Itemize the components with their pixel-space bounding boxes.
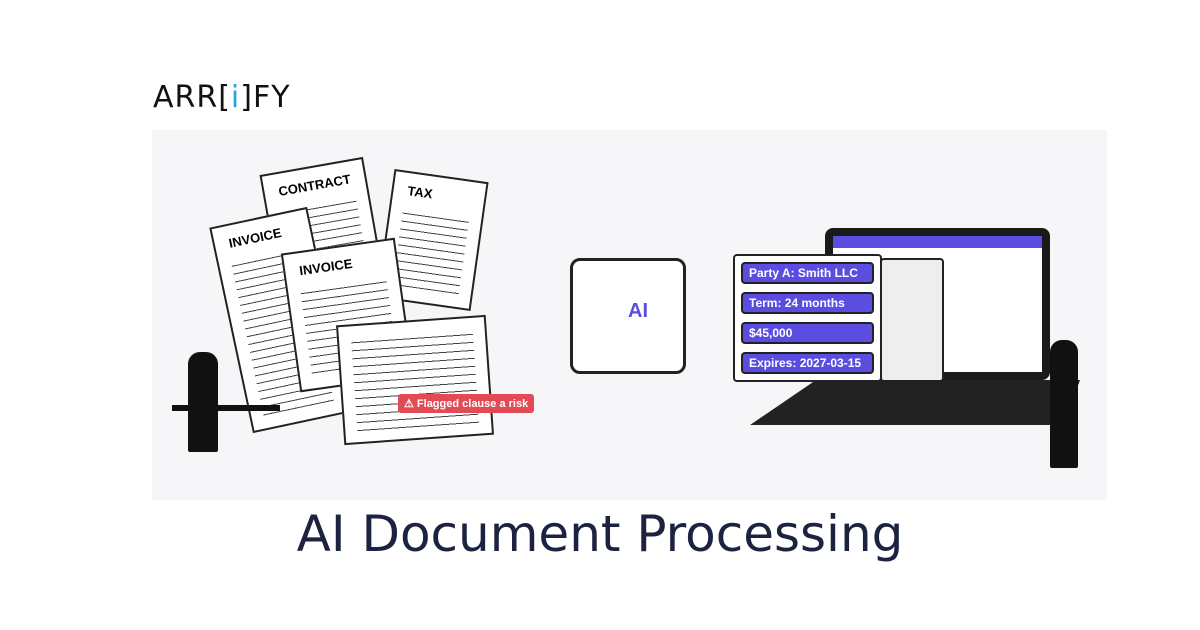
page-title: AI Document Processing xyxy=(296,505,904,563)
field-card-back xyxy=(880,258,944,382)
logo-i: i xyxy=(230,80,241,115)
field-expiry: Expires: 2027-03-15 xyxy=(741,352,874,374)
ai-label: AI xyxy=(628,300,648,322)
ai-chip-icon xyxy=(570,258,686,374)
logo-text-end: ]FY xyxy=(240,80,291,115)
document xyxy=(335,314,495,446)
field-term: Term: 24 months xyxy=(741,292,874,314)
logo: ARR[i]FY xyxy=(153,80,291,115)
field-amount: $45,000 xyxy=(741,322,874,344)
field-party: Party A: Smith LLC xyxy=(741,262,874,284)
logo-text: ARR[ xyxy=(153,80,231,115)
desk xyxy=(172,405,280,411)
businessman-figure xyxy=(188,352,218,452)
flagged-clause-badge: ⚠ Flagged clause a risk xyxy=(398,394,535,413)
extracted-fields-card: Party A: Smith LLC Term: 24 months $45,0… xyxy=(733,254,882,382)
laptop-base xyxy=(750,380,1080,425)
woman-figure xyxy=(1050,340,1078,468)
